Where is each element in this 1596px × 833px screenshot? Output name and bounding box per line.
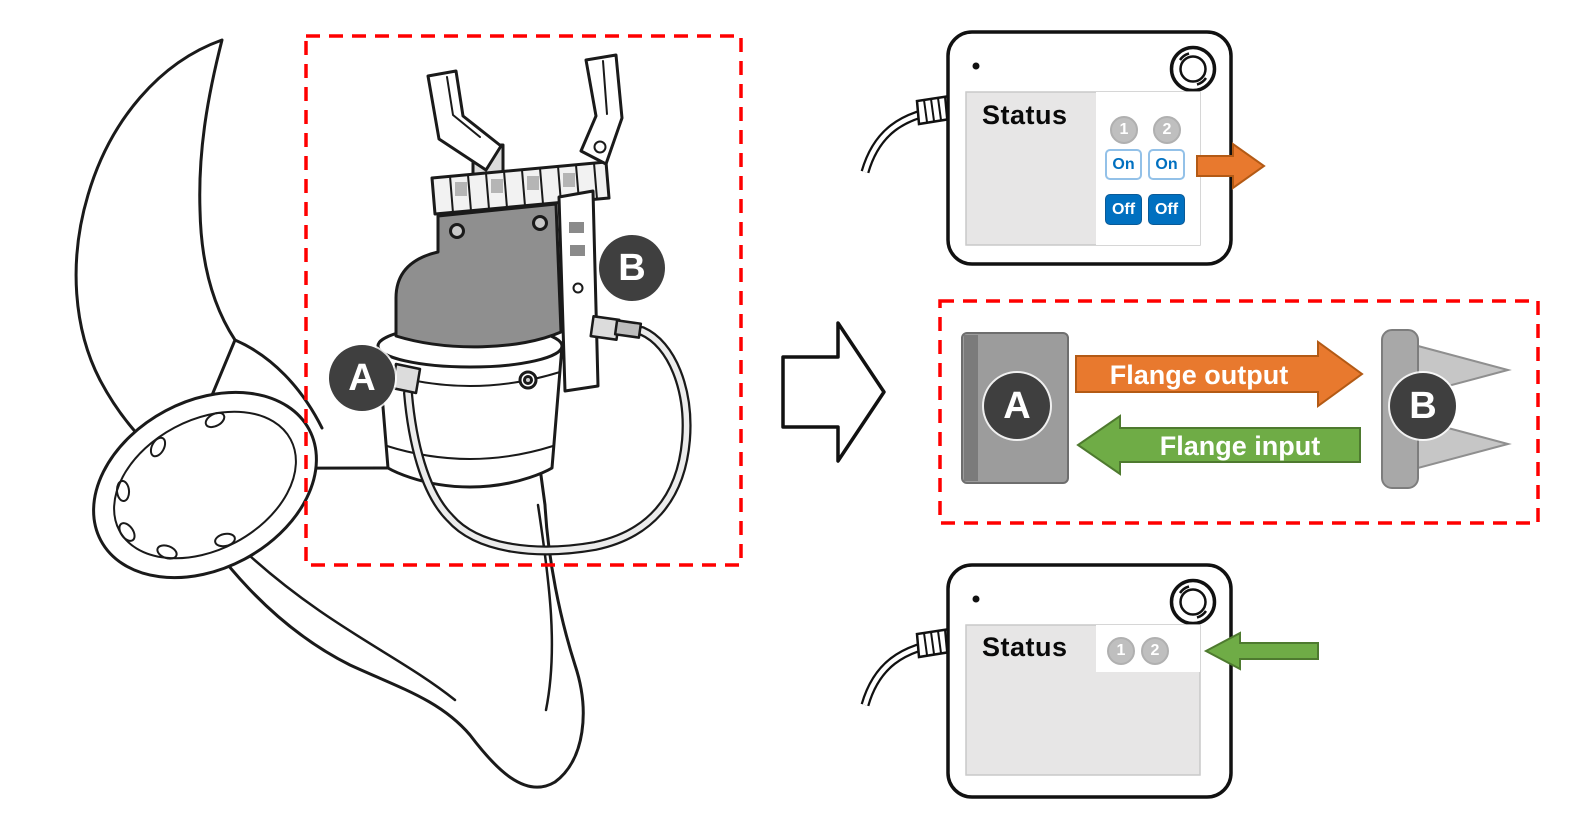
gripper-right-finger bbox=[579, 53, 624, 166]
flow-master-block-spine bbox=[964, 335, 978, 481]
input-active-arrow bbox=[1203, 631, 1319, 671]
pendant-cable-connector-bottom bbox=[915, 627, 952, 659]
robot-wrist-joint-line bbox=[233, 338, 324, 430]
flange-output-arrow bbox=[1075, 340, 1364, 408]
big-transition-arrow bbox=[781, 321, 886, 463]
gripper-rail-teeth bbox=[449, 162, 598, 214]
power-led-bottom bbox=[972, 595, 980, 603]
teach-pendant-top bbox=[860, 30, 1266, 266]
io-badge-2-top: 2 bbox=[1153, 116, 1181, 144]
gripper-mount-bracket bbox=[394, 202, 563, 349]
status-title-bottom: Status bbox=[982, 632, 1068, 662]
off-button-2[interactable]: Off bbox=[1148, 194, 1185, 225]
status-title-top: Status bbox=[982, 100, 1068, 130]
io-badge-1-top: 1 bbox=[1110, 116, 1138, 144]
label-b-marker: B bbox=[599, 235, 665, 301]
flange-connector-b bbox=[589, 315, 643, 341]
output-active-arrow bbox=[1196, 142, 1266, 190]
flange-output-label: Flange output bbox=[1109, 360, 1289, 390]
gripper-finger-hole bbox=[593, 140, 607, 154]
io-cable bbox=[403, 326, 692, 556]
gripper-left-finger-inner bbox=[446, 76, 481, 138]
flange-input-arrow bbox=[1076, 414, 1361, 476]
flow-label-b: B bbox=[1390, 373, 1456, 439]
highlight-box-gripper bbox=[304, 34, 743, 567]
teach-pendant-bottom bbox=[860, 563, 1319, 799]
robot-forearm bbox=[166, 466, 585, 789]
flow-label-a: A bbox=[984, 373, 1050, 439]
emergency-stop-button-bottom[interactable] bbox=[1169, 578, 1217, 626]
robot-elbow-flange-plate bbox=[92, 390, 318, 580]
robot-upper-arm bbox=[74, 38, 237, 474]
power-led-top bbox=[972, 62, 980, 70]
flange-screw-holes bbox=[115, 411, 236, 560]
io-badge-2-bottom: 2 bbox=[1141, 637, 1169, 665]
io-badge-1-bottom: 1 bbox=[1107, 637, 1135, 665]
gripper-left-finger bbox=[426, 69, 503, 172]
on-button-1[interactable]: On bbox=[1105, 149, 1142, 180]
robot-forearm-contour bbox=[248, 554, 457, 702]
gripper-rail-slots bbox=[455, 173, 575, 196]
gripper-right-finger-inner bbox=[602, 60, 608, 115]
robot-arm-illustration bbox=[74, 38, 692, 789]
on-button-2[interactable]: On bbox=[1148, 149, 1185, 180]
off-button-1[interactable]: Off bbox=[1105, 194, 1142, 225]
emergency-stop-button-top[interactable] bbox=[1169, 45, 1217, 93]
pendant-cable-connector-top bbox=[915, 94, 952, 126]
robot-forearm-contour-2 bbox=[536, 503, 554, 712]
flange-input-label: Flange input bbox=[1159, 431, 1321, 461]
highlight-box-flow bbox=[938, 299, 1540, 525]
gripper-side-plate bbox=[557, 189, 600, 393]
label-a-marker: A bbox=[329, 345, 395, 411]
